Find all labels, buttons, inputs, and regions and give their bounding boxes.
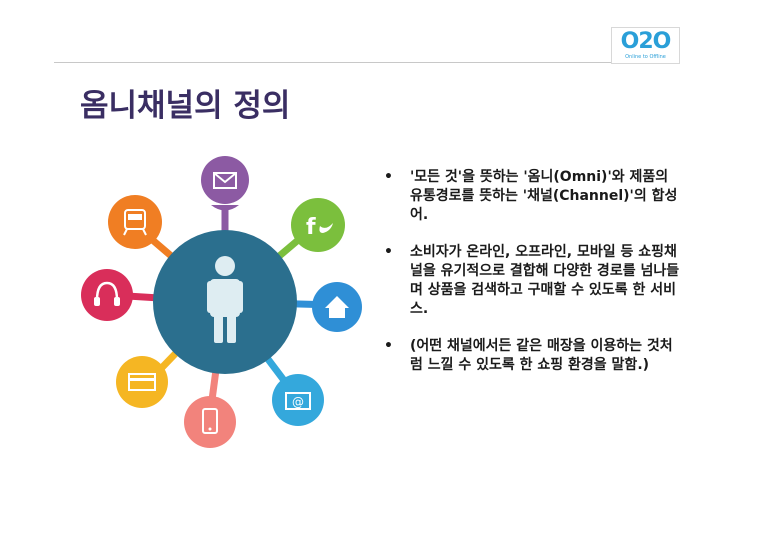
- omnichannel-diagram: f @: [81, 156, 362, 448]
- svg-text:@: @: [292, 395, 304, 409]
- bullet-text: (어떤 채널에서든 같은 매장을 이용하는 것처럼 느낄 수 있도록 한 쇼핑 …: [410, 338, 673, 373]
- node-social: f: [291, 198, 345, 252]
- logo-subtitle: Online to Offline: [625, 54, 666, 60]
- headphones-icon: [94, 281, 120, 306]
- email-at-icon: @: [285, 392, 311, 410]
- node-train: [108, 195, 162, 249]
- home-icon: [325, 296, 349, 318]
- o2o-logo: O2O Online to Offline: [611, 27, 680, 64]
- node-mail: [201, 156, 249, 211]
- bullet-item: • (어떤 채널에서든 같은 매장을 이용하는 것처럼 느낄 수 있도록 한 쇼…: [380, 337, 680, 375]
- bullet-marker: •: [384, 169, 393, 185]
- train-icon: [123, 209, 147, 236]
- social-icon: f: [306, 215, 333, 240]
- page-title: 옴니채널의 정의: [80, 88, 291, 124]
- node-headphones: [81, 269, 133, 321]
- bullet-marker: •: [384, 244, 393, 260]
- node-card: [116, 356, 168, 408]
- bullet-item: • 소비자가 온라인, 오프라인, 모바일 등 쇼핑채널을 유기적으로 결합해 …: [380, 243, 680, 319]
- person-icon: [207, 256, 243, 343]
- logo-text: O2O: [620, 29, 672, 54]
- phone-icon: [202, 408, 218, 434]
- bullet-marker: •: [384, 338, 393, 354]
- mail-icon: [213, 172, 237, 189]
- svg-text:f: f: [306, 215, 316, 240]
- credit-card-icon: [128, 373, 156, 391]
- header-divider: [54, 62, 614, 63]
- center-hub: [153, 230, 297, 374]
- definition-list: • '모든 것'을 뜻하는 '옴니(Omni)'와 제품의 유통경로를 뜻하는 …: [380, 168, 680, 393]
- node-phone: [184, 396, 236, 448]
- bullet-item: • '모든 것'을 뜻하는 '옴니(Omni)'와 제품의 유통경로를 뜻하는 …: [380, 168, 680, 225]
- bullet-text: 소비자가 온라인, 오프라인, 모바일 등 쇼핑채널을 유기적으로 결합해 다양…: [410, 244, 680, 317]
- node-email: @: [272, 374, 324, 426]
- bullet-text: '모든 것'을 뜻하는 '옴니(Omni)'와 제품의 유통경로를 뜻하는 '채…: [410, 169, 678, 223]
- node-home: [312, 282, 362, 332]
